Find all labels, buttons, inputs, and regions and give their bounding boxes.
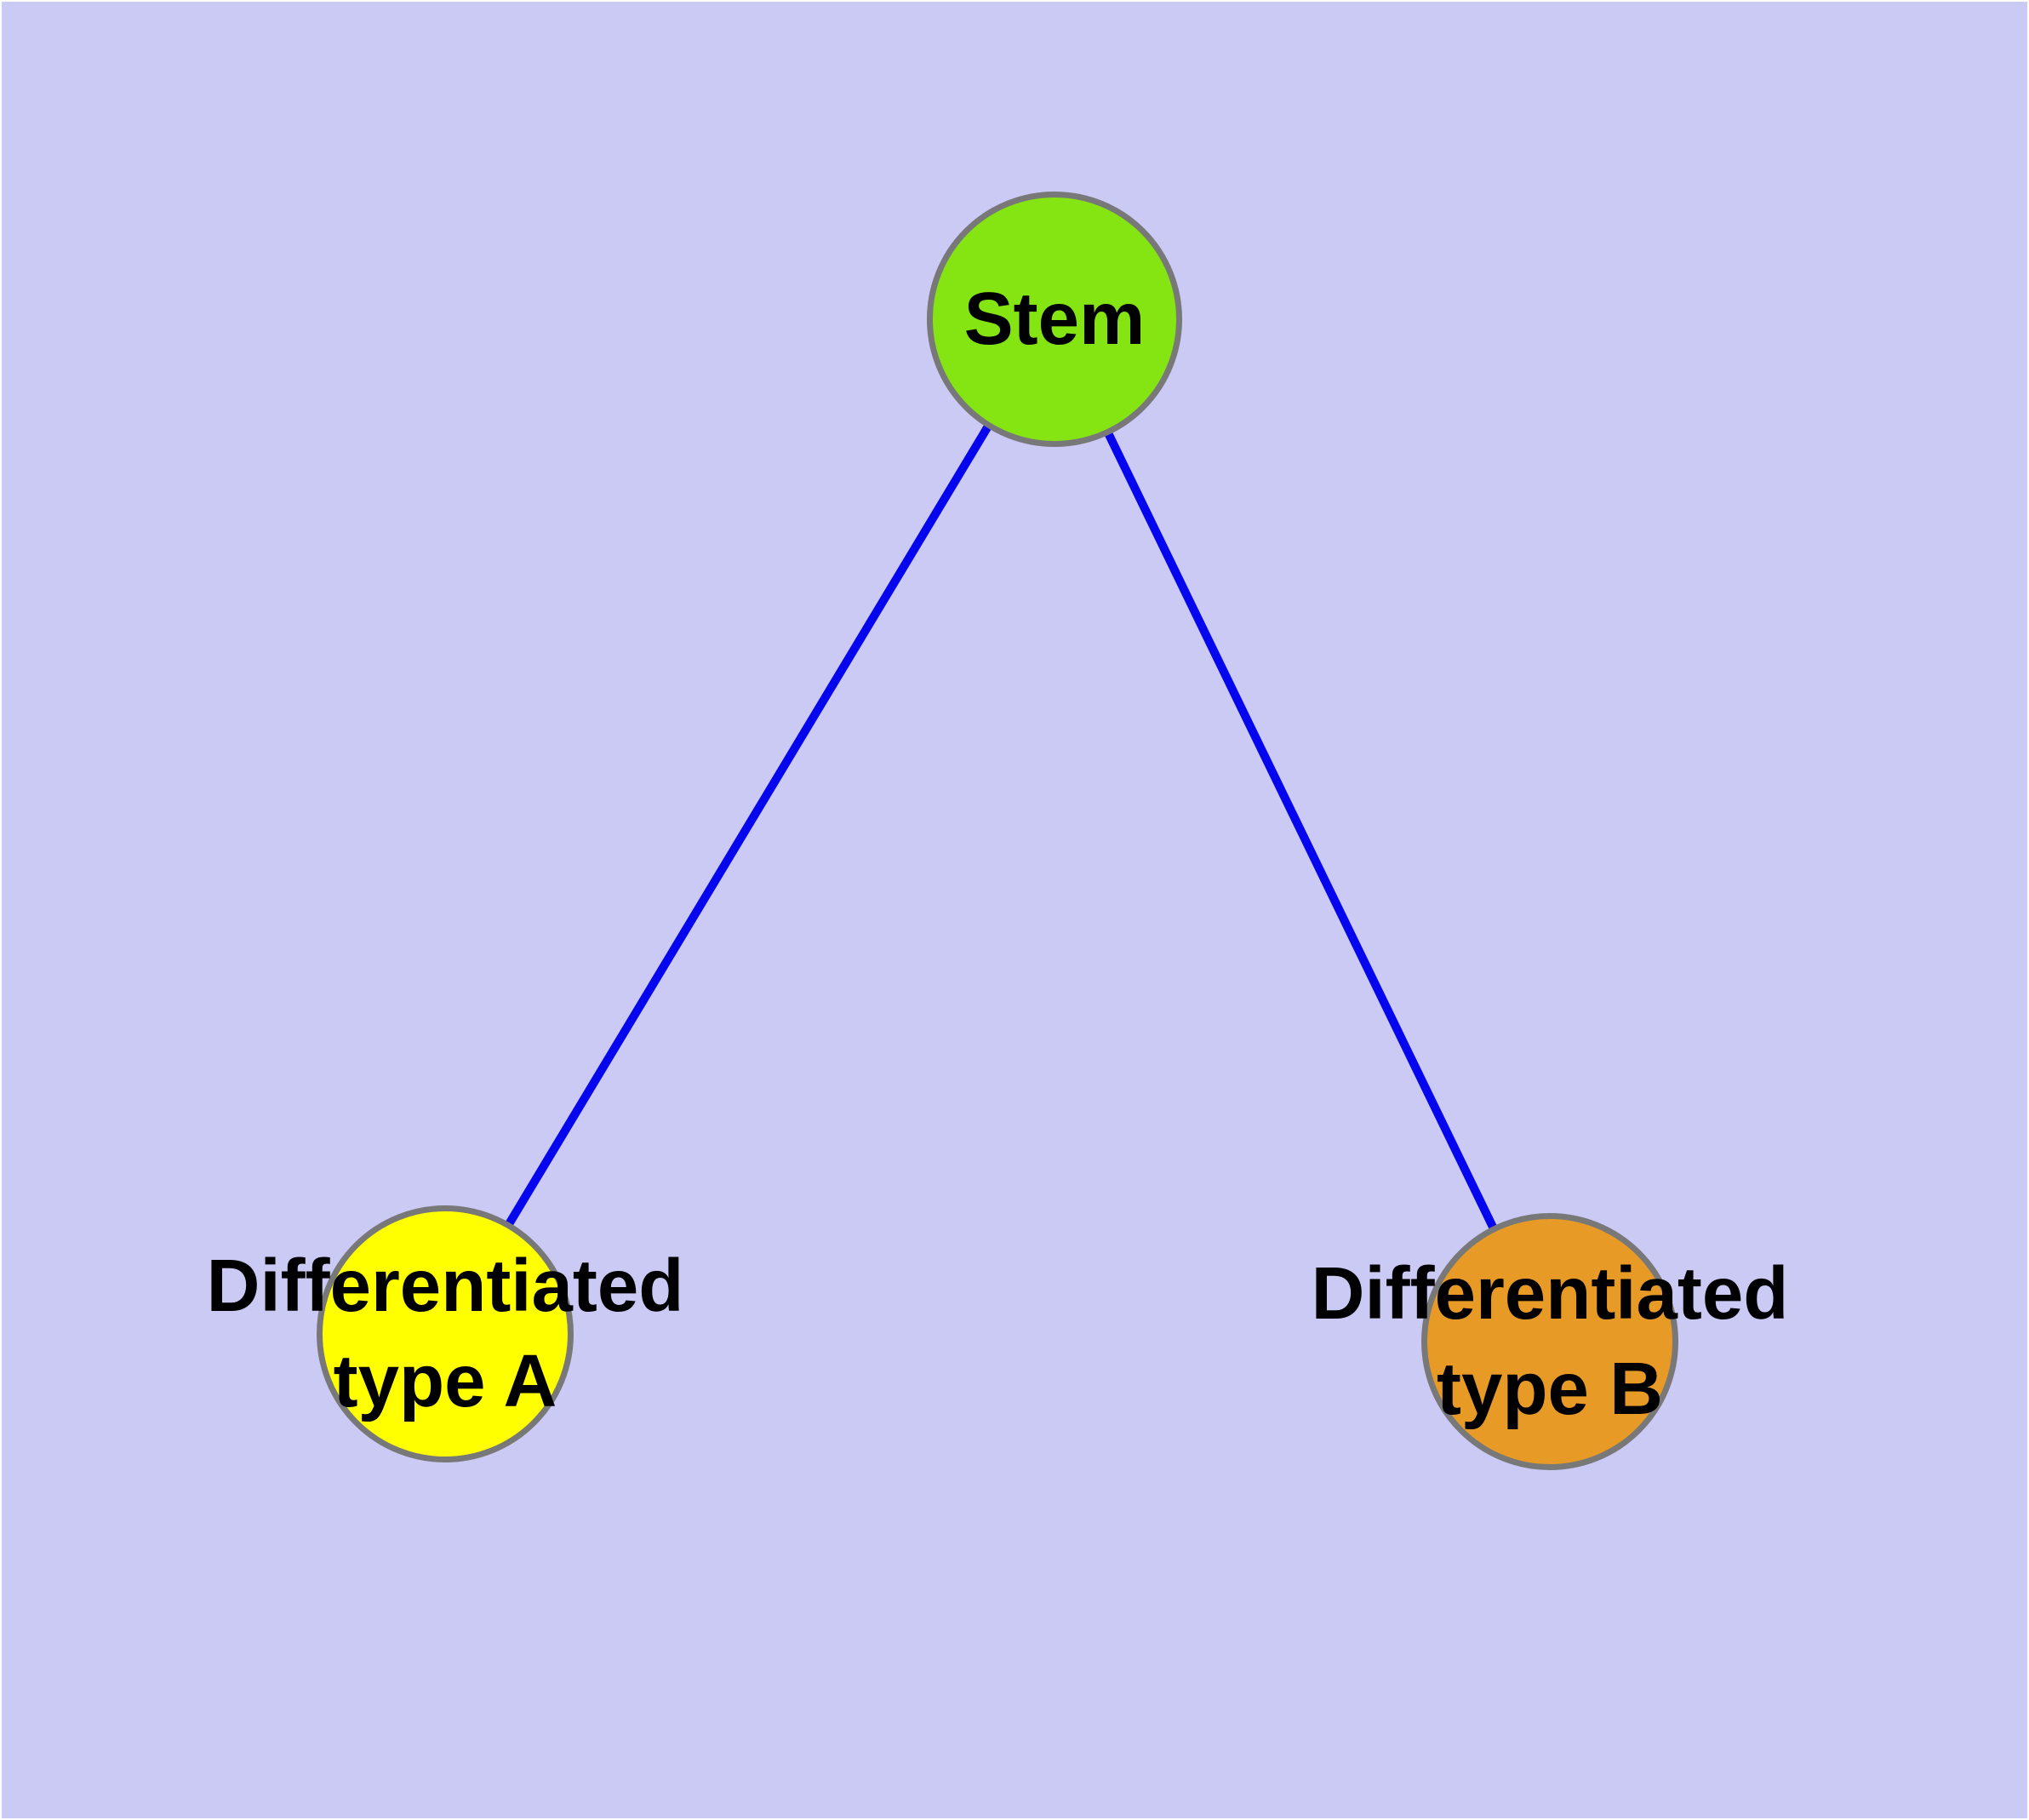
node-differentiated-type-a[interactable]: Differentiated type A [207, 1205, 683, 1462]
edge-stem-to-type-a [440, 316, 1057, 1334]
node-stem[interactable]: Stem [927, 192, 1182, 447]
node-stem-label: Stem [963, 278, 1146, 360]
edge-stem-to-type-b [1049, 317, 1552, 1342]
node-differentiated-type-b[interactable]: Differentiated type B [1312, 1213, 1788, 1470]
